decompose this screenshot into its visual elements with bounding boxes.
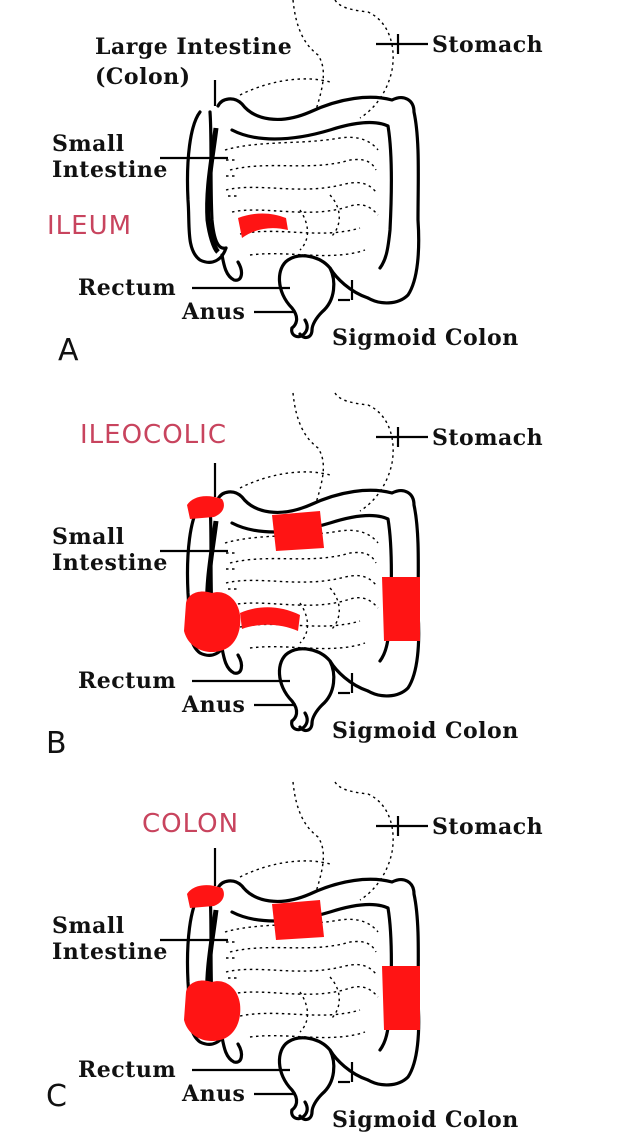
intestine-label: Intestine <box>52 939 168 965</box>
panel-b: ILEOCOLIC Stomach Small Intestine Rectum… <box>46 393 543 761</box>
panel-letter: C <box>46 1079 67 1114</box>
small-label: Small <box>52 524 125 550</box>
ileum-highlight <box>238 213 288 238</box>
colon-paren-label: (Colon) <box>95 64 191 90</box>
sigmoid-colon-label: Sigmoid Colon <box>332 325 519 351</box>
rectum-label: Rectum <box>78 668 176 694</box>
rectum-label: Rectum <box>78 275 176 301</box>
region-label: COLON <box>142 809 239 839</box>
transverse-colon-highlight <box>272 511 324 551</box>
ileum-highlight <box>240 607 300 631</box>
small-label: Small <box>52 131 125 157</box>
stomach-label: Stomach <box>432 814 543 840</box>
intestine-label: Intestine <box>52 157 168 183</box>
anus-label: Anus <box>181 299 245 325</box>
anus-label: Anus <box>181 1081 245 1107</box>
sigmoid-colon-label: Sigmoid Colon <box>332 1107 519 1133</box>
panel-letter: B <box>46 726 67 761</box>
intestine-label: Intestine <box>52 550 168 576</box>
panel-c: COLON Stomach Small Intestine Rectum Anu… <box>46 782 543 1133</box>
transverse-colon-highlight <box>272 900 324 940</box>
region-label: ILEOCOLIC <box>80 420 227 450</box>
stomach-label: Stomach <box>432 32 543 58</box>
panel-a: Large Intestine (Colon) Stomach Small In… <box>47 0 543 368</box>
small-label: Small <box>52 913 125 939</box>
rectum-label: Rectum <box>78 1057 176 1083</box>
large-intestine-label: Large Intestine <box>95 34 292 60</box>
descending-colon-highlight <box>382 577 420 641</box>
sigmoid-colon-label: Sigmoid Colon <box>332 718 519 744</box>
cecum-top-highlight <box>187 496 224 519</box>
region-label: ILEUM <box>47 211 132 241</box>
panel-letter: A <box>58 333 79 368</box>
cecum-highlight <box>184 591 241 653</box>
anus-label: Anus <box>181 692 245 718</box>
cecum-top-highlight <box>187 885 224 908</box>
descending-colon-highlight <box>382 966 420 1030</box>
stomach-label: Stomach <box>432 425 543 451</box>
cecum-highlight <box>184 980 241 1042</box>
